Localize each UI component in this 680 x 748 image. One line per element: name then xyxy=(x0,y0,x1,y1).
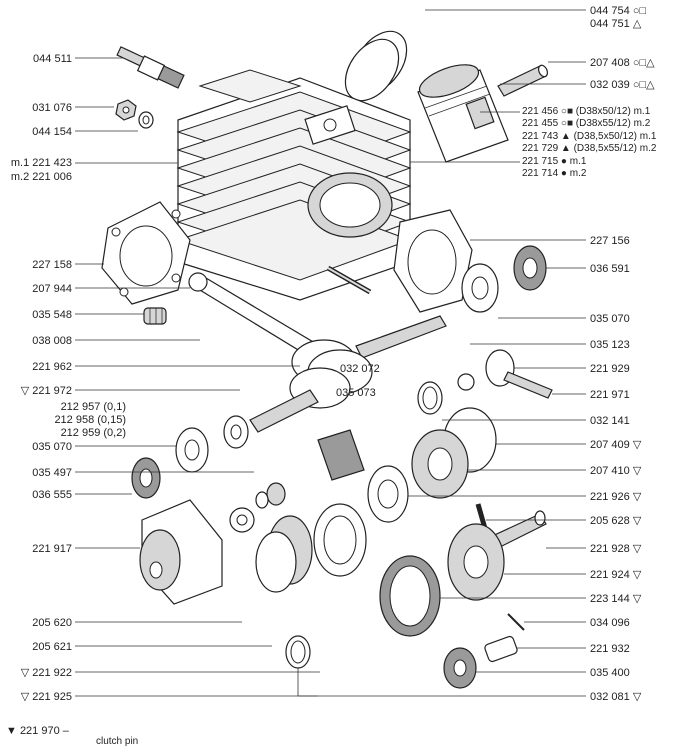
label-031076: 031 076 xyxy=(32,102,72,114)
label-221926: 221 926 ▽ xyxy=(590,491,642,503)
label-044754: 044 754 ○□ xyxy=(590,5,646,17)
leader-lines-right xyxy=(297,9,586,697)
label-035070-right: 035 070 xyxy=(590,313,630,325)
piston-rings xyxy=(344,30,408,102)
label-221714: 221 714 ● m.2 xyxy=(522,168,587,179)
spark-plug xyxy=(116,46,185,89)
label-032081: 032 081 ▽ xyxy=(590,691,642,703)
clutch-disc xyxy=(313,503,367,577)
head-gasket-right xyxy=(393,209,473,313)
footnote-text: clutch pin xyxy=(96,736,138,747)
ball-bearing-right xyxy=(461,263,499,313)
clutch-plates xyxy=(411,407,497,499)
label-221715: 221 715 ● m.1 xyxy=(522,156,587,167)
label-038008: 038 008 xyxy=(32,335,72,347)
label-221928: 221 928 ▽ xyxy=(590,543,642,555)
leader-lines-left xyxy=(75,57,320,697)
labels-left: 044 511 031 076 044 154 m.1 221 423 m.2 … xyxy=(11,53,126,703)
oil-seal-right xyxy=(513,245,547,291)
footnote-code: ▼ 221 970 – xyxy=(6,725,70,737)
label-221729: 221 729 ▲ (D38,5x55/12) m.2 xyxy=(522,143,657,154)
label-223144: 223 144 ▽ xyxy=(590,593,642,605)
label-035073: 035 073 xyxy=(336,387,376,399)
label-044154: 044 154 xyxy=(32,126,72,138)
oil-seal-left xyxy=(131,457,161,499)
label-212959: 212 959 (0,2) xyxy=(61,427,126,439)
label-221971: 221 971 xyxy=(590,389,630,401)
thrust-washer xyxy=(223,415,249,449)
label-221932: 221 932 xyxy=(590,643,630,655)
label-036591: 036 591 xyxy=(590,263,630,275)
footnote: ▼ 221 970 – clutch pin xyxy=(6,725,138,747)
label-227158: 227 158 xyxy=(32,259,72,271)
label-221972: ▽ 221 972 xyxy=(21,385,72,397)
circlip-032081 xyxy=(285,635,311,669)
nut-and-washer xyxy=(115,99,154,129)
label-221922: ▽ 221 922 xyxy=(21,667,72,679)
base-gasket-left xyxy=(101,201,191,305)
crankshaft xyxy=(249,315,447,481)
label-207408: 207 408 ○□△ xyxy=(590,57,655,69)
label-212957: 212 957 (0,1) xyxy=(61,401,126,413)
lining-ring xyxy=(379,555,441,637)
label-207409: 207 409 ▽ xyxy=(590,439,642,451)
bearing-035400 xyxy=(443,647,477,689)
label-221006: m.2 221 006 xyxy=(11,171,72,183)
label-044511: 044 511 xyxy=(33,53,72,65)
label-032039: 032 039 ○□△ xyxy=(590,79,655,91)
label-221929: 221 929 xyxy=(590,363,630,375)
labels-inline: 032 072 035 073 xyxy=(336,363,380,399)
split-pin xyxy=(507,613,525,631)
labels-right: 044 754 ○□ 044 751 △ 207 408 ○□△ 032 039… xyxy=(522,5,657,703)
label-035548: 035 548 xyxy=(32,309,72,321)
friction-washer xyxy=(367,465,409,523)
piston xyxy=(417,64,509,163)
label-221925: ▽ 221 925 xyxy=(21,691,72,703)
clutch-lever xyxy=(457,349,553,399)
label-032141: 032 141 xyxy=(590,415,630,427)
star-washer xyxy=(229,507,255,533)
label-205628: 205 628 ▽ xyxy=(590,515,642,527)
label-212958: 212 958 (0,15) xyxy=(54,414,126,426)
clutch-drum xyxy=(139,499,223,605)
label-221917: 221 917 xyxy=(32,543,72,555)
label-036555: 036 555 xyxy=(32,489,72,501)
small-bearing xyxy=(255,482,286,509)
label-221743: 221 743 ▲ (D38,5x50/12) m.1 xyxy=(522,131,657,142)
label-035070-left: 035 070 xyxy=(32,441,72,453)
label-221456: 221 456 ○■ (D38x50/12) m.1 xyxy=(522,106,651,117)
label-205621: 205 621 xyxy=(32,641,72,653)
label-207944: 207 944 xyxy=(32,283,72,295)
bushing xyxy=(484,635,518,663)
label-205620: 205 620 xyxy=(32,617,72,629)
toothed-plate xyxy=(447,523,505,601)
label-035497: 035 497 xyxy=(32,467,72,479)
label-032072: 032 072 xyxy=(340,363,380,375)
needle-bearing xyxy=(143,307,167,325)
circlip xyxy=(417,381,443,415)
stud xyxy=(326,265,372,295)
label-221924: 221 924 ▽ xyxy=(590,569,642,581)
label-221455: 221 455 ○■ (D38x55/12) m.2 xyxy=(522,118,651,129)
label-227156: 227 156 xyxy=(590,235,630,247)
ball-bearing-left xyxy=(175,427,209,473)
label-207410: 207 410 ▽ xyxy=(590,465,642,477)
label-221962: 221 962 xyxy=(32,361,72,373)
cylinder xyxy=(176,69,412,301)
label-034096: 034 096 xyxy=(590,617,630,629)
piston-pin xyxy=(497,64,549,97)
label-221423: m.1 221 423 xyxy=(11,157,72,169)
label-044751: 044 751 △ xyxy=(590,18,642,30)
label-035123: 035 123 xyxy=(590,339,630,351)
label-035400: 035 400 xyxy=(590,667,630,679)
clutch-gear xyxy=(255,515,313,593)
